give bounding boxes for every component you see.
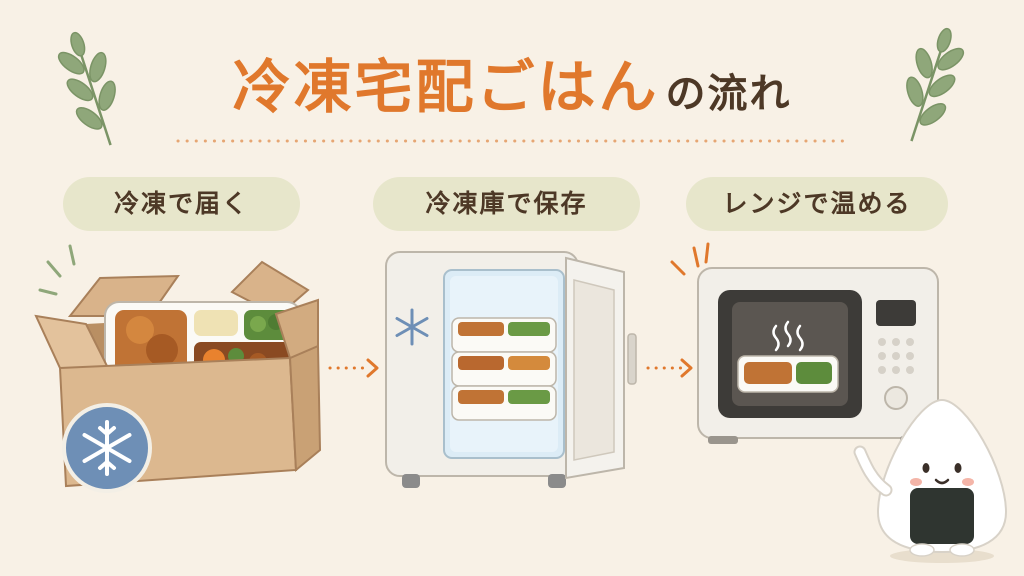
microwave-icon xyxy=(670,242,939,444)
page-title: 冷凍宅配ごはんの流れ xyxy=(0,40,1024,124)
dotted-arrow-icon xyxy=(646,358,693,378)
onigiri-mascot-icon xyxy=(853,398,1008,563)
step-3-label: レンジで温める xyxy=(686,177,948,231)
step-2-label: 冷凍庫で保存 xyxy=(373,177,640,231)
step-1-label: 冷凍で届く xyxy=(63,177,300,231)
freezer-icon xyxy=(385,251,637,488)
leaf-sprig-icon xyxy=(57,31,116,146)
title-suffix: の流れ xyxy=(665,71,792,117)
delivery-box-icon xyxy=(34,244,322,493)
leaf-sprig-icon xyxy=(906,27,965,142)
snowflake-icon xyxy=(62,403,152,493)
dotted-arrow-icon xyxy=(328,358,379,378)
title-main: 冷凍宅配ごはん xyxy=(232,53,660,121)
